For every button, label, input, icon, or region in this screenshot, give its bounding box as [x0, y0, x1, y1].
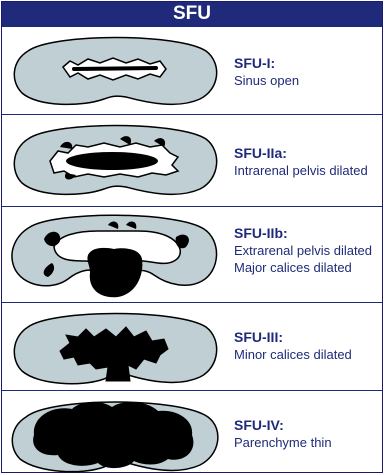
extrarenal-pelvis	[87, 248, 142, 297]
grade-name: SFU-IV:	[234, 417, 332, 434]
grade-description: Minor calices dilated	[234, 346, 352, 363]
grade-description: Sinus open	[234, 72, 299, 89]
grade-name: SFU-IIa:	[234, 145, 368, 162]
grade-row-sfu-iib: SFU-IIb: Extrarenal pelvis dilated Major…	[2, 206, 382, 302]
grade-label-sfu-iib: SFU-IIb: Extrarenal pelvis dilated Major…	[234, 225, 372, 276]
kidney-sfu-iv-illustration	[8, 395, 223, 475]
grade-name: SFU-IIb:	[234, 225, 372, 242]
grade-description: Extrarenal pelvis dilated	[234, 242, 372, 259]
grade-name: SFU-I:	[234, 55, 299, 72]
grade-row-sfu-iii: SFU-III: Minor calices dilated	[2, 302, 382, 390]
grade-label-sfu-iia: SFU-IIa: Intrarenal pelvis dilated	[234, 145, 368, 179]
grade-name: SFU-III:	[234, 329, 352, 346]
grade-label-sfu-i: SFU-I: Sinus open	[234, 55, 299, 89]
grade-row-sfu-iia: SFU-IIa: Intrarenal pelvis dilated	[2, 114, 382, 206]
grade-row-sfu-iv: SFU-IV: Parenchyme thin	[2, 390, 382, 474]
grade-description: Intrarenal pelvis dilated	[234, 162, 368, 179]
dilated-pelvis	[66, 152, 158, 170]
kidney-sfu-iib-illustration	[8, 211, 223, 299]
grade-label-sfu-iii: SFU-III: Minor calices dilated	[234, 329, 352, 363]
kidney-sfu-iia-illustration	[8, 119, 223, 201]
grade-row-sfu-i: SFU-I: Sinus open	[2, 26, 382, 114]
grade-description: Parenchyme thin	[234, 434, 332, 451]
kidney-sfu-i-illustration	[8, 31, 223, 111]
collecting-line	[74, 68, 156, 69]
grade-description: Major calices dilated	[234, 259, 372, 276]
grade-label-sfu-iv: SFU-IV: Parenchyme thin	[234, 417, 332, 451]
kidney-sfu-iii-illustration	[8, 307, 223, 389]
figure-title: SFU	[2, 2, 382, 26]
